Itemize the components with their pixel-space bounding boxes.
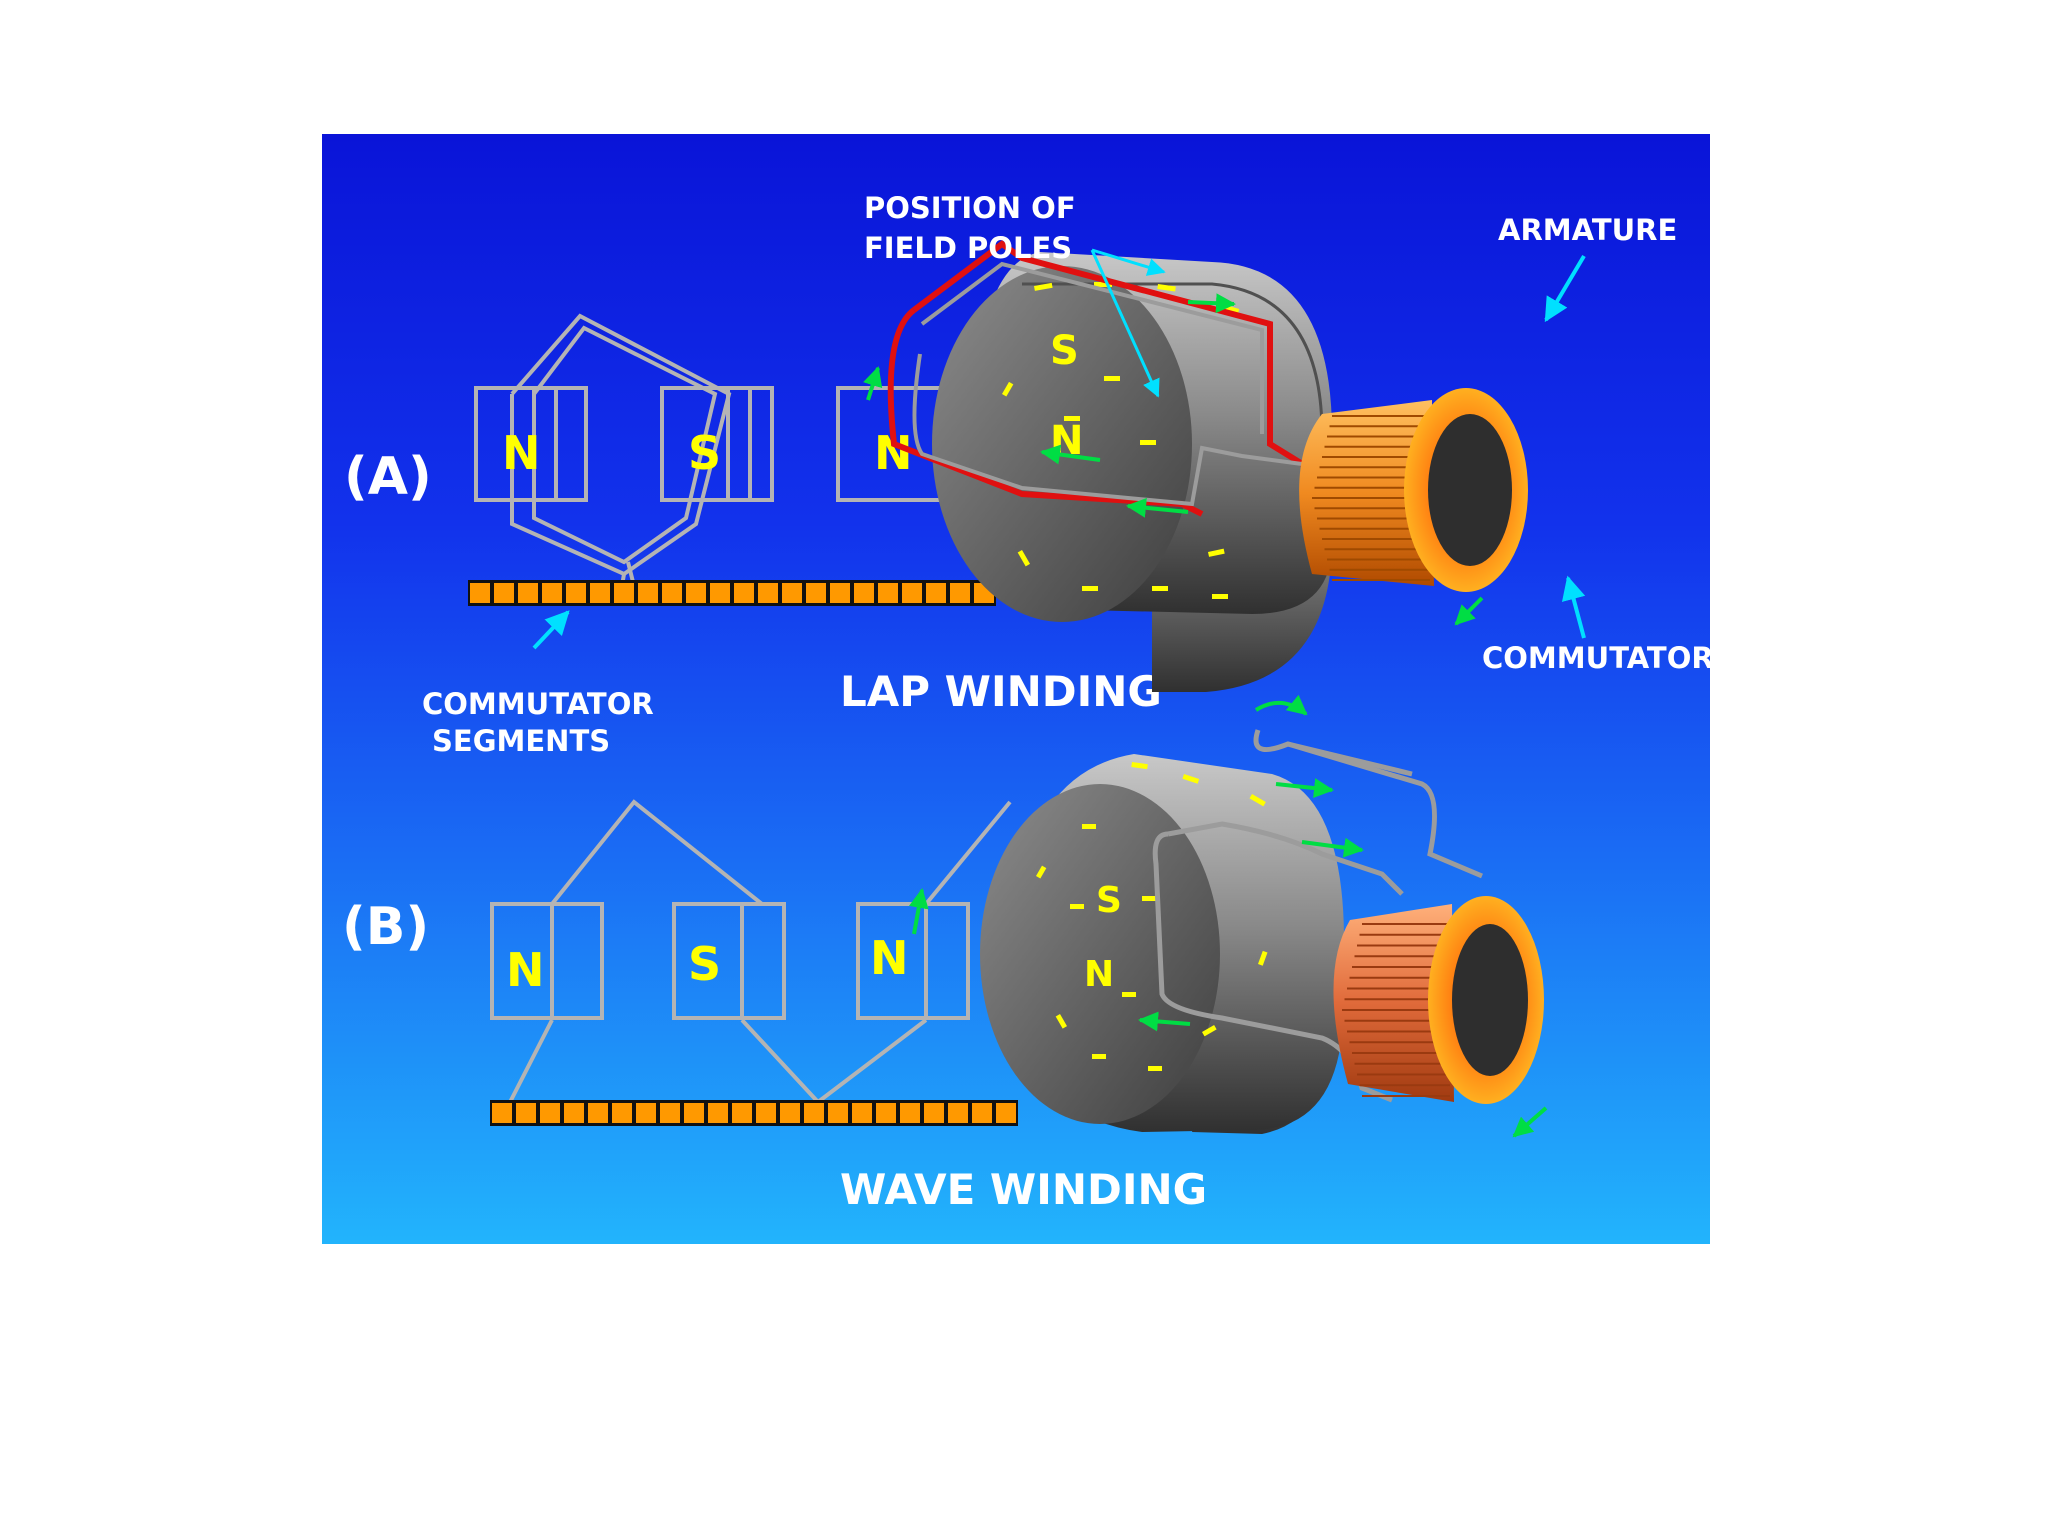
wave-winding-coils — [504, 799, 1012, 1111]
commutator-segment — [566, 583, 586, 603]
commutator-segment — [876, 1103, 896, 1123]
lap-armature-drum — [932, 252, 1332, 692]
lap-commutator-segments — [468, 580, 996, 606]
diagram-b-tag: (B) — [342, 897, 429, 957]
commutator-segment — [996, 1103, 1016, 1123]
commutator-segment — [972, 1103, 992, 1123]
commutator-segment — [830, 583, 850, 603]
wave-armature-drum — [980, 754, 1344, 1134]
commutator-segment — [662, 583, 682, 603]
commutator-segment — [614, 583, 634, 603]
commutator-segments-arrow — [532, 610, 570, 650]
field-poles-label-line1: POSITION OF — [864, 191, 1076, 225]
wave-pole-3: N — [870, 931, 909, 985]
commutator-segment — [756, 1103, 776, 1123]
commutator-segment — [804, 1103, 824, 1123]
wave-pole-1: N — [506, 943, 545, 997]
commutator-segment — [708, 1103, 728, 1123]
wave-commutator — [1333, 896, 1544, 1104]
lap-winding-caption: LAP WINDING — [840, 667, 1162, 716]
lap-pole-2: S — [688, 426, 721, 480]
armature-label: ARMATURE — [1498, 213, 1677, 247]
lap-current-arrows — [863, 293, 1484, 626]
commutator-segment — [734, 583, 754, 603]
commutator-segment — [878, 583, 898, 603]
commutator-segment — [926, 583, 946, 603]
commutator-segment — [518, 583, 538, 603]
diagram-panel: (A) N S N COMMUTATOR SEGMENTS LAP WINDIN… — [322, 134, 1710, 1244]
commutator-segment — [564, 1103, 584, 1123]
commutator-segment — [516, 1103, 536, 1123]
commutator-segment — [660, 1103, 680, 1123]
commutator-segment — [828, 1103, 848, 1123]
commutator-segment — [852, 1103, 872, 1123]
diagram-a-tag: (A) — [344, 447, 432, 507]
commutator-segments-label-line1: COMMUTATOR — [422, 687, 654, 721]
commutator-segment — [710, 583, 730, 603]
commutator-segment — [588, 1103, 608, 1123]
winding-diagram: (A) N S N COMMUTATOR SEGMENTS LAP WINDIN… — [342, 191, 1710, 1214]
commutator-segment — [636, 1103, 656, 1123]
commutator-segment — [542, 583, 562, 603]
commutator-segment — [854, 583, 874, 603]
commutator-segment — [540, 1103, 560, 1123]
commutator-segment — [684, 1103, 704, 1123]
commutator-segment — [924, 1103, 944, 1123]
commutator-segment — [732, 1103, 752, 1123]
wave-pole-2: S — [688, 937, 721, 991]
commutator-segments-label-line2: SEGMENTS — [432, 724, 610, 758]
commutator-arrow — [1561, 575, 1586, 639]
commutator-segment — [758, 583, 778, 603]
commutator-segment — [780, 1103, 800, 1123]
commutator-segment — [492, 1103, 512, 1123]
commutator-segment — [494, 583, 514, 603]
commutator-segment — [686, 583, 706, 603]
lap-armature-pole-s: S — [1050, 328, 1079, 374]
armature-arrow — [1544, 254, 1586, 323]
commutator-segment — [948, 1103, 968, 1123]
field-poles-callout: POSITION OF FIELD POLES — [864, 191, 1166, 398]
commutator-segment — [782, 583, 802, 603]
commutator-label: COMMUTATOR — [1482, 641, 1710, 675]
wave-winding-caption: WAVE WINDING — [840, 1165, 1207, 1214]
field-poles-label-line2: FIELD POLES — [864, 231, 1072, 265]
wave-armature-pole-n: N — [1084, 954, 1114, 995]
commutator-segment — [470, 583, 490, 603]
lap-commutator — [1299, 388, 1528, 592]
commutator-segment — [950, 583, 970, 603]
commutator-segment — [590, 583, 610, 603]
lap-armature-coil — [887, 240, 1324, 517]
wave-current-arrows — [908, 694, 1548, 1138]
commutator-segment — [806, 583, 826, 603]
wave-commutator-segments — [490, 1100, 1018, 1126]
commutator-segment — [638, 583, 658, 603]
lap-pole-1: N — [502, 426, 541, 480]
wave-armature-pole-s: S — [1096, 880, 1122, 921]
commutator-segment — [612, 1103, 632, 1123]
commutator-segment — [902, 583, 922, 603]
commutator-segment — [900, 1103, 920, 1123]
